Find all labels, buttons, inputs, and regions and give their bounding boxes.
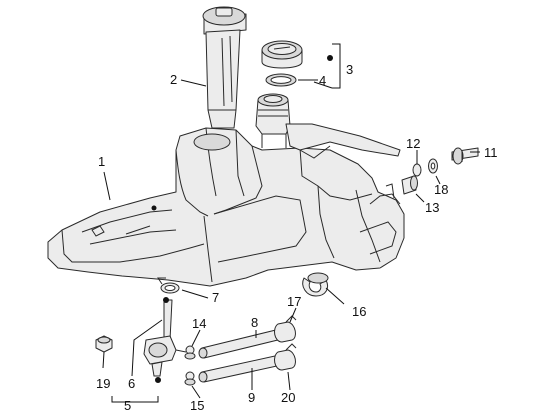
spacer bbox=[412, 163, 422, 177]
fuel-cap bbox=[261, 40, 303, 69]
callout-5: 5 bbox=[124, 398, 131, 412]
callout-19: 19 bbox=[96, 376, 110, 391]
callout-17: 17 bbox=[287, 294, 301, 309]
callout-16: 16 bbox=[352, 304, 366, 319]
breather-hose bbox=[285, 123, 401, 159]
callout-1: 1 bbox=[98, 154, 105, 169]
callout-18: 18 bbox=[434, 182, 448, 197]
fuel-tank bbox=[47, 127, 405, 287]
reference-dots bbox=[151, 55, 333, 383]
mounting-bolt bbox=[451, 147, 479, 165]
callout-11: 11 bbox=[484, 145, 498, 160]
fuel-tap bbox=[143, 299, 187, 377]
rubber-bush bbox=[401, 175, 418, 195]
callout-2: 2 bbox=[170, 72, 177, 87]
fuel-hose-upper bbox=[198, 327, 287, 359]
callout-9: 9 bbox=[248, 390, 255, 405]
fuel-level-sender bbox=[202, 6, 247, 129]
callout-13: 13 bbox=[425, 200, 439, 215]
dot-tap-top bbox=[163, 297, 169, 303]
cap-gasket bbox=[265, 73, 297, 87]
hose-clamp bbox=[157, 277, 180, 294]
filler-neck bbox=[255, 93, 291, 148]
callout-20: 20 bbox=[281, 390, 295, 405]
spring-clip-upper bbox=[184, 345, 196, 360]
hose-clip bbox=[302, 272, 329, 297]
callout-14: 14 bbox=[192, 316, 206, 331]
washer bbox=[428, 158, 438, 174]
callout-8: 8 bbox=[251, 315, 258, 330]
callout-3: 3 bbox=[346, 62, 353, 77]
hose-clamp-lower bbox=[274, 343, 297, 371]
callout-12: 12 bbox=[406, 136, 420, 151]
callout-4: 4 bbox=[319, 73, 326, 88]
callout-labels: 1 2 3 4 5 6 7 8 9 11 12 13 14 15 16 17 1… bbox=[96, 62, 498, 412]
dot-bracket bbox=[151, 205, 157, 211]
spring-clip-lower bbox=[184, 371, 196, 386]
nut bbox=[95, 335, 113, 353]
fuel-hose-lower bbox=[198, 353, 287, 383]
dot-tap-bottom bbox=[155, 377, 161, 383]
dot-cap bbox=[327, 55, 333, 61]
callout-7: 7 bbox=[212, 290, 219, 305]
hose-clamp-upper bbox=[274, 315, 297, 343]
leader-lines bbox=[102, 43, 480, 403]
callout-15: 15 bbox=[190, 398, 204, 412]
callout-6: 6 bbox=[128, 376, 135, 391]
